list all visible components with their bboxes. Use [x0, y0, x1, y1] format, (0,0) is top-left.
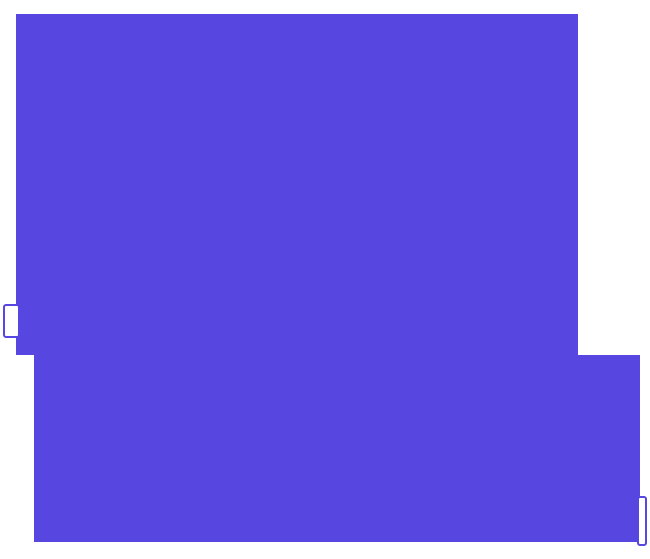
bottom-right-edge-handle[interactable]: [637, 496, 647, 546]
left-edge-handle[interactable]: [3, 304, 20, 338]
purple-rect-top: [16, 14, 578, 355]
purple-rect-bottom: [34, 355, 640, 542]
